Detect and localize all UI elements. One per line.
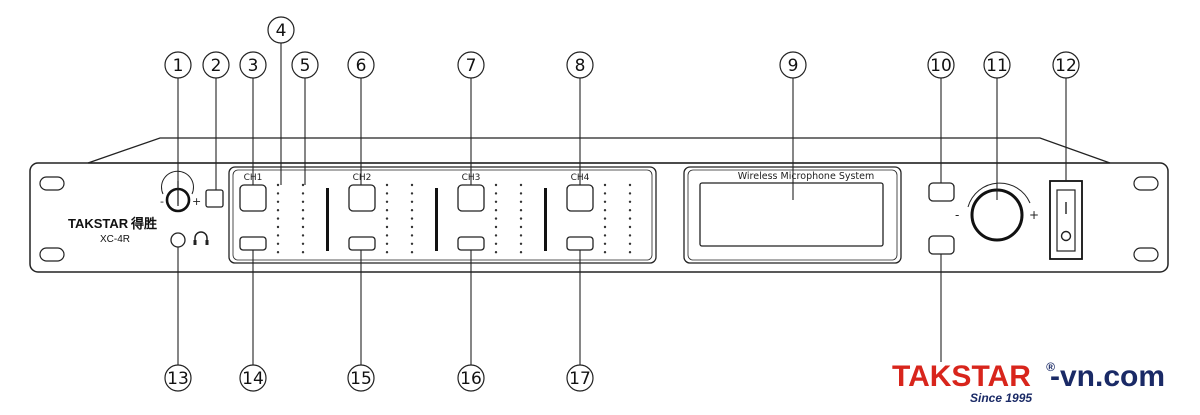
watermark-since: Since 1995	[970, 391, 1032, 405]
headphone-jack[interactable]	[170, 232, 186, 248]
channel-1-meter-af	[301, 183, 305, 254]
watermark-registered: ®	[1046, 360, 1055, 374]
callout-3: 3	[239, 51, 267, 185]
jog-knob[interactable]	[967, 182, 1031, 242]
callout-number: 7	[466, 56, 477, 76]
rack-slot-bottom-right	[1133, 247, 1159, 262]
display-title: Wireless Microphone System	[738, 171, 875, 182]
channel-2-meter-rf	[385, 183, 389, 254]
callout-11: 11	[983, 51, 1011, 200]
menu-button-top[interactable]	[928, 182, 955, 202]
callout-number: 11	[986, 56, 1008, 76]
headphone-icon	[193, 231, 209, 245]
channel-4-sync-button[interactable]	[566, 184, 594, 212]
callout-7: 7	[457, 51, 485, 185]
callout-12: 12	[1052, 51, 1080, 181]
callout-number: 9	[788, 56, 799, 76]
power-switch[interactable]	[1049, 180, 1083, 260]
knob-plus-sign-left: +	[192, 195, 201, 208]
channel-3-meter-af	[519, 183, 523, 254]
watermark-site: -vn.com	[1050, 360, 1165, 393]
callout-17: 17	[566, 250, 594, 392]
watermark-brand: TAKSTAR	[892, 360, 1031, 393]
callout-number: 16	[460, 369, 482, 389]
callout-number: 13	[167, 369, 189, 389]
brand-logo: TAKSTAR	[68, 216, 129, 231]
jog-plus-sign: +	[1029, 208, 1039, 222]
knob-minus-sign-left: -	[160, 195, 164, 208]
callout-number: 3	[248, 56, 259, 76]
channel-2-meter-af	[410, 183, 414, 254]
callout-6: 6	[347, 51, 375, 185]
callout-2: 2	[202, 51, 230, 190]
channels-section-inner	[232, 169, 653, 261]
channel-divider-1	[326, 188, 329, 251]
callout-14: 14	[239, 250, 267, 392]
channel-1-sync-button[interactable]	[239, 184, 267, 212]
channel-2-mute-button[interactable]	[348, 236, 376, 251]
rack-slot-bottom-left	[39, 247, 65, 262]
channel-divider-3	[544, 188, 547, 251]
callout-4: 4	[267, 16, 295, 185]
channel-1-mute-button[interactable]	[239, 236, 267, 251]
lcd-screen	[699, 182, 884, 247]
callout-13: 13	[164, 247, 192, 392]
chassis-top	[87, 137, 1111, 164]
callout-number: 17	[569, 369, 591, 389]
callout-number: 4	[276, 21, 287, 41]
callout-number: 6	[356, 56, 367, 76]
callout-15: 15	[347, 250, 375, 392]
callout-5: 5	[291, 51, 319, 185]
callout-number: 1	[173, 56, 184, 76]
brand-logo-cn: 得胜	[130, 216, 157, 231]
callout-1: 1	[164, 51, 192, 204]
channel-4-meter-af	[628, 183, 632, 254]
channel-4-mute-button[interactable]	[566, 236, 594, 251]
channel-2-sync-button[interactable]	[348, 184, 376, 212]
menu-button-bottom[interactable]	[928, 235, 955, 255]
channel-1-meter-rf	[276, 183, 280, 254]
jog-minus-sign: -	[955, 208, 959, 222]
callout-16: 16	[457, 250, 485, 392]
small-square-button[interactable]	[205, 189, 224, 208]
front-panel	[29, 162, 1169, 273]
rack-slot-top-left	[39, 176, 65, 191]
channel-divider-2	[435, 188, 438, 251]
channel-label-2: CH2	[353, 173, 372, 183]
callout-8: 8	[566, 51, 594, 185]
callout-number: 14	[242, 369, 264, 389]
callout-10: 10	[927, 51, 955, 183]
model-label: XC-4R	[100, 234, 130, 245]
callout-number: 12	[1055, 56, 1077, 76]
callout-number: 10	[930, 56, 952, 76]
channels-section	[228, 166, 657, 264]
channel-4-meter-rf	[603, 183, 607, 254]
watermark: TAKSTAR ® -vn.com Since 1995	[892, 360, 1165, 405]
rack-slot-top-right	[1133, 176, 1159, 191]
channel-3-sync-button[interactable]	[457, 184, 485, 212]
callout-number: 15	[350, 369, 372, 389]
callout-number: 8	[575, 56, 586, 76]
callout-number: 5	[300, 56, 311, 76]
channel-3-meter-rf	[494, 183, 498, 254]
callout-9: 9	[779, 51, 807, 200]
callout-number: 2	[211, 56, 222, 76]
channel-3-mute-button[interactable]	[457, 236, 485, 251]
